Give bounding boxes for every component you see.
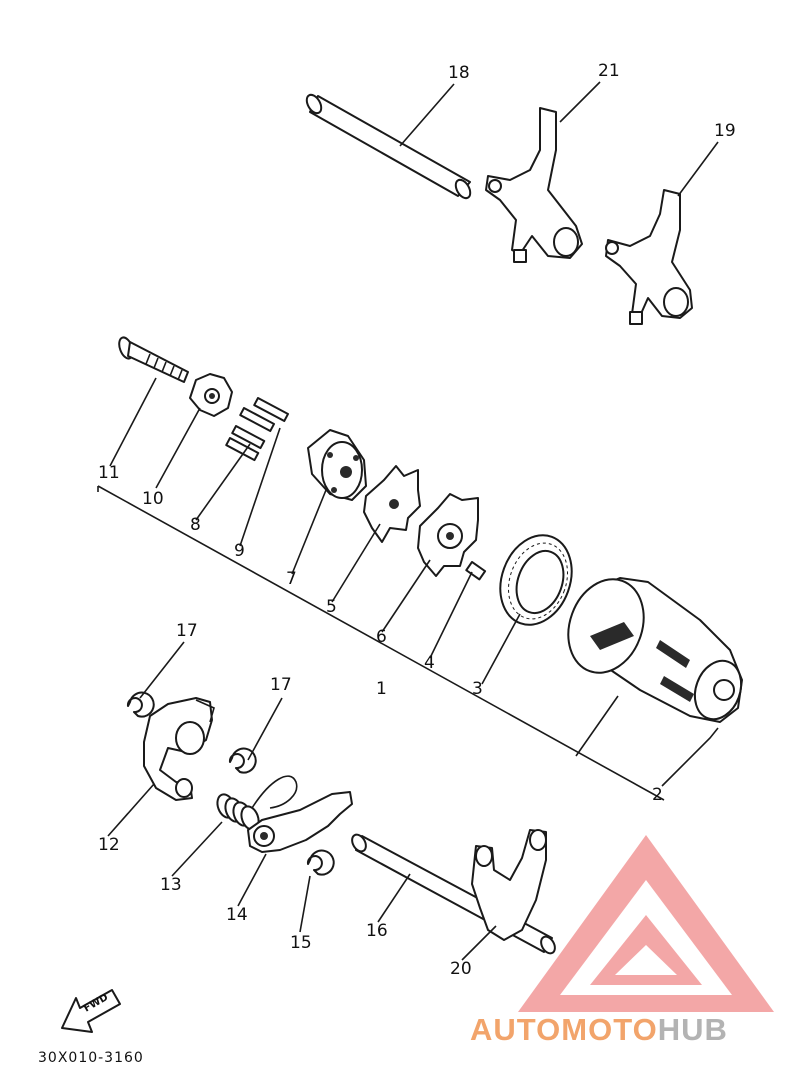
parts-8-9-pins [225, 397, 290, 462]
forward-arrow: FWD [61, 989, 121, 1033]
callout-3: 3 [472, 679, 483, 699]
part-17-circlip-b [228, 747, 257, 774]
part-5-star-plate [363, 465, 421, 543]
part-21-shift-fork [485, 107, 583, 263]
part-15-circlip [306, 849, 335, 876]
automotohub-logo [518, 835, 774, 1012]
brand-part2: HUB [658, 1012, 728, 1047]
part-3-bearing [499, 534, 573, 626]
callout-2: 2 [652, 785, 663, 805]
part-4-dowel [465, 561, 487, 581]
brand-part1: AUTOMOTO [470, 1012, 658, 1047]
callout-21: 21 [598, 61, 620, 81]
callout-4: 4 [424, 653, 435, 673]
part-12-shift-arm [143, 697, 215, 801]
part-10-segment [189, 373, 233, 417]
callout-17-a: 17 [176, 621, 198, 641]
diagram-reference: 30X010-3160 [38, 1050, 144, 1066]
callout-19: 19 [714, 121, 736, 141]
part-2-shift-drum [567, 577, 743, 723]
callout-8: 8 [190, 515, 201, 535]
callout-14: 14 [226, 905, 248, 925]
callout-1: 1 [376, 679, 387, 699]
callout-6: 6 [376, 627, 387, 647]
part-6-star-plate [417, 493, 479, 577]
assembly-group-line [97, 485, 665, 801]
leader-lines [107, 81, 719, 961]
part-11-bolt [118, 336, 189, 383]
callout-7: 7 [286, 569, 297, 589]
callout-13: 13 [160, 875, 182, 895]
part-7-pin-holder [307, 429, 367, 501]
callout-9: 9 [234, 541, 245, 561]
svg-text:AUTOMOTOHUB: AUTOMOTOHUB [470, 1012, 728, 1047]
callout-17-b: 17 [270, 675, 292, 695]
callout-11: 11 [98, 463, 120, 483]
part-17-circlip-a [126, 691, 155, 718]
callout-15: 15 [290, 933, 312, 953]
automotohub-wordmark: AUTOMOTOHUB [470, 1012, 728, 1047]
part-20-shift-fork [471, 829, 547, 941]
part-18-guide-bar [305, 93, 472, 200]
callout-12: 12 [98, 835, 120, 855]
callout-20: 20 [450, 959, 472, 979]
part-13-spring [216, 775, 298, 831]
callout-18: 18 [448, 63, 470, 83]
callout-labels: 18 21 19 11 10 8 9 7 5 6 4 1 3 2 17 17 1… [98, 61, 736, 979]
part-14-shift-lever [247, 791, 353, 853]
callout-10: 10 [142, 489, 164, 509]
callout-16: 16 [366, 921, 388, 941]
part-19-shift-fork [605, 189, 693, 325]
callout-5: 5 [326, 597, 337, 617]
